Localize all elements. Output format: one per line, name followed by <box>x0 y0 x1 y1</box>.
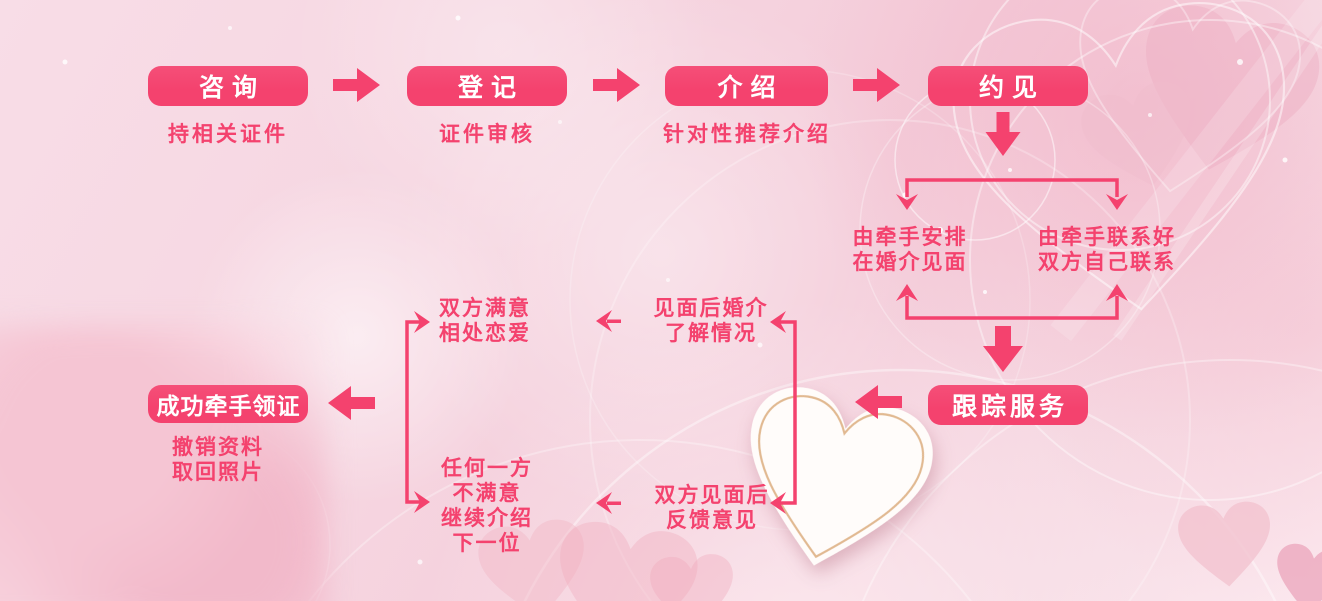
text-line: 相处恋爱 <box>439 321 531 345</box>
text-line: 见面后婚介 <box>653 296 769 320</box>
satisfied-text: 双方满意 相处恋爱 <box>439 296 531 346</box>
circle-decor <box>589 119 1191 601</box>
arrow-to-follow-service <box>983 326 1023 372</box>
text-line: 双方自己联系 <box>1038 250 1176 274</box>
step-consult-note: 持相关证件 <box>168 122 288 146</box>
rose-image <box>0 326 328 601</box>
result-bracket <box>405 320 421 504</box>
arrow-meet-down <box>985 112 1021 156</box>
result-bracket-arrowheads <box>414 311 430 513</box>
step-consult-box: 咨询 <box>148 66 308 106</box>
circle-decor <box>969 19 1322 501</box>
success-label: 成功牵手领证 <box>156 394 301 420</box>
step-meet-box: 约见 <box>928 66 1088 106</box>
step-register-label: 登记 <box>457 73 524 102</box>
circle-decor <box>308 439 972 601</box>
text-line: 由牵手联系好 <box>1038 225 1176 249</box>
light-streak <box>1113 0 1322 341</box>
arrow-introduce-meet <box>853 68 900 102</box>
text-line: 取回照片 <box>172 460 264 484</box>
feedback-bracket <box>780 320 797 505</box>
text-line: 下一位 <box>452 531 522 555</box>
text-line: 双方见面后 <box>654 483 770 507</box>
arrow-register-introduce <box>593 68 640 102</box>
arrow-consult-register <box>333 68 380 102</box>
text-line: 反馈意见 <box>666 508 758 532</box>
text-line: 双方满意 <box>439 296 531 320</box>
step-introduce-box: 介绍 <box>665 66 828 106</box>
step-register-note: 证件审核 <box>439 122 535 146</box>
follow-service-label: 跟踪服务 <box>951 392 1068 421</box>
success-note: 撤销资料 取回照片 <box>172 435 264 485</box>
step-consult-label: 咨询 <box>198 73 265 102</box>
meet-feedback-text: 双方见面后 反馈意见 <box>655 483 770 533</box>
text-line: 不满意 <box>452 481 522 505</box>
merge-arrowheads <box>896 284 1128 301</box>
text-line: 撤销资料 <box>172 435 264 459</box>
feedback-bracket-arrowheads <box>770 311 786 514</box>
branch-left-text: 由牵手安排 在婚介见面 <box>853 225 968 275</box>
text-line: 了解情况 <box>665 321 757 345</box>
agency-check-text: 见面后婚介 了解情况 <box>654 296 769 346</box>
step-introduce-note: 针对性推荐介绍 <box>663 122 831 146</box>
split-arrowheads <box>896 194 1128 210</box>
text-line: 在婚介见面 <box>852 250 968 274</box>
circle-decor <box>523 368 1277 601</box>
arrow-to-success <box>328 386 375 420</box>
circle-decor <box>861 359 1322 601</box>
split-connector <box>905 178 1119 197</box>
mid-left-arrows <box>596 310 621 514</box>
step-introduce-label: 介绍 <box>717 73 784 102</box>
unsatisfied-text: 任何一方 不满意 继续介绍 下一位 <box>441 456 533 556</box>
text-line: 继续介绍 <box>441 506 533 530</box>
step-meet-label: 约见 <box>978 73 1045 102</box>
arrow-follow-service-left <box>855 385 902 419</box>
light-streak <box>1050 0 1322 342</box>
merge-connector <box>905 296 1119 320</box>
text-line: 由牵手安排 <box>852 225 968 249</box>
branch-right-text: 由牵手联系好 双方自己联系 <box>1038 225 1176 275</box>
step-register-box: 登记 <box>407 66 567 106</box>
text-line: 任何一方 <box>441 456 533 480</box>
follow-service-box: 跟踪服务 <box>928 385 1088 425</box>
success-box: 成功牵手领证 <box>148 385 308 423</box>
